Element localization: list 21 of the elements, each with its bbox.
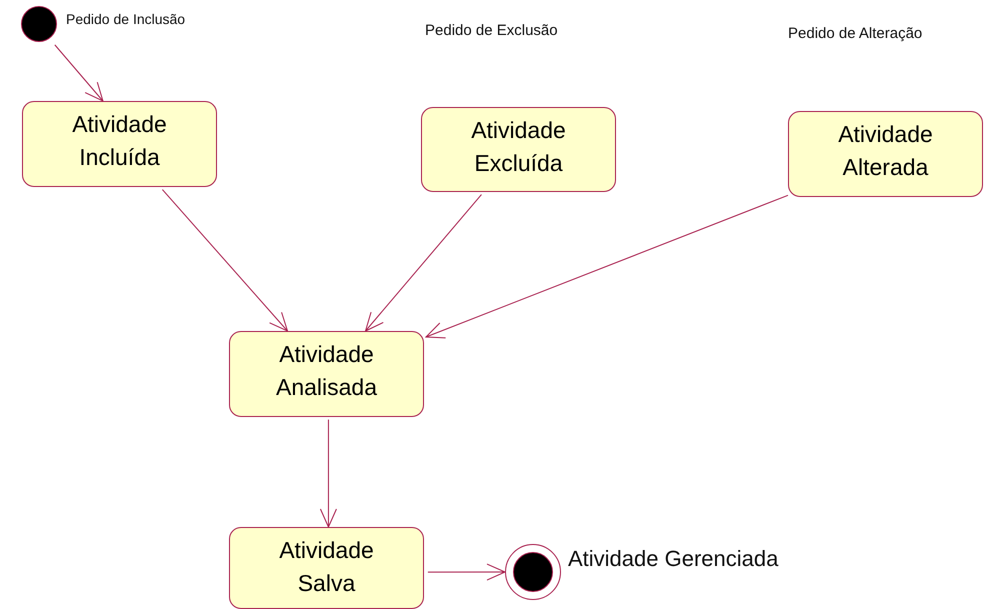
arrow [427,564,506,581]
state-name: Atividade Salva [278,536,375,598]
state-label: Pedido de Inclusão [66,11,186,27]
state-name: Atividade Excluída [470,116,567,178]
arrow [365,194,482,332]
state-box [421,107,616,192]
state-box [229,331,424,417]
event-label: Pedido de Exclusão [425,22,558,39]
state-name: Atividade Analisada [274,340,378,402]
state-box [229,527,424,609]
state-box [22,101,217,187]
arrow [54,44,104,102]
state-box [788,111,983,197]
state-name: Atividade Alterada [837,120,934,182]
state-name: Atividade Incluída [71,110,168,172]
arrow [425,194,788,338]
arrow [320,419,337,528]
initial-state-circle [21,6,57,42]
arrow [162,189,288,332]
event-label: Pedido de Alteração [788,25,922,42]
state-label: Atividade Gerenciada [568,546,778,572]
